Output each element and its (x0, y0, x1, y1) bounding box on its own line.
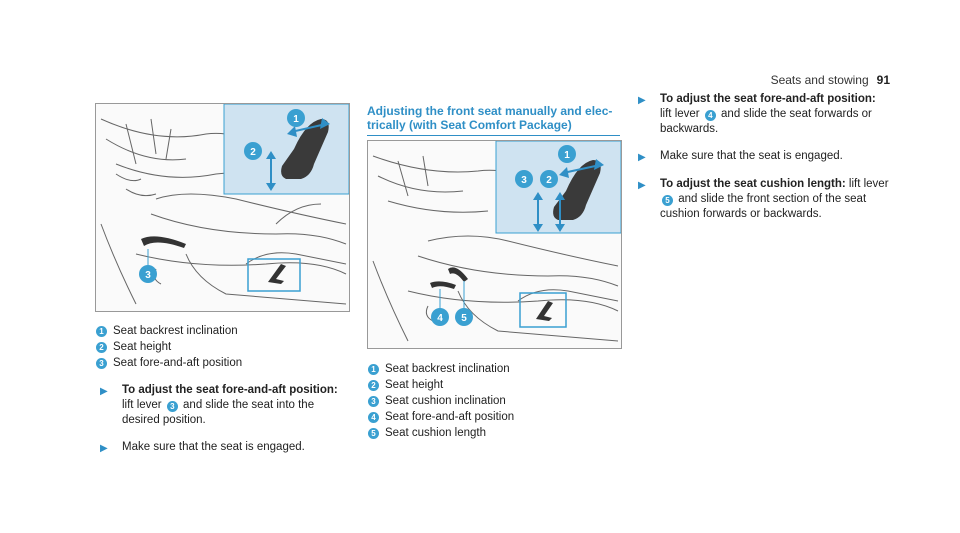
legend-item: 1 Seat backrest inclination (368, 362, 621, 377)
legend-item: 2 Seat height (368, 378, 621, 393)
legend-item: 3 Seat fore-and-aft position (96, 356, 351, 371)
legend-text: Seat backrest inclination (113, 325, 238, 337)
legend-badge: 4 (368, 412, 379, 423)
middle-column: Adjusting the front seat manually and el… (367, 104, 620, 142)
callout-3-label: 3 (521, 175, 527, 186)
step-text: Make sure that the seat is engaged. (122, 441, 305, 453)
callout-4 (431, 308, 449, 326)
legend-text: Seat backrest inclination (385, 363, 510, 375)
legend-item: 4 Seat fore-and-aft position (368, 410, 621, 425)
instruction-step: ▶ Make sure that the seat is engaged. (634, 149, 894, 165)
step-arrow-icon: ▶ (100, 443, 108, 454)
legend-text: Seat height (113, 341, 172, 353)
legend-item: 5 Seat cushion length (368, 426, 621, 441)
callout-4-label: 4 (437, 313, 443, 324)
legend-item: 3 Seat cushion inclination (368, 394, 621, 409)
step-arrow-icon: ▶ (638, 152, 646, 163)
legend-badge: 1 (368, 364, 379, 375)
step-text: To adjust the seat fore-and-aft position… (122, 383, 351, 428)
step-heading: To adjust the seat fore-and-aft position… (122, 384, 338, 396)
step-heading: To adjust the seat cushion length: (660, 178, 846, 190)
lever-badge: 5 (662, 195, 673, 206)
callout-5-label: 5 (461, 313, 467, 324)
instruction-step: ▶ Make sure that the seat is engaged. (96, 440, 351, 456)
callout-3 (515, 170, 533, 188)
section-name: Seats and stowing (770, 73, 869, 87)
seat-drawing: 1 2 3 (100, 104, 349, 305)
seat-illustration-manual: 1 2 3 (95, 103, 350, 312)
callout-2 (244, 142, 262, 160)
step-arrow-icon: ▶ (638, 180, 646, 191)
legend-badge: 2 (368, 380, 379, 391)
legend-text: Seat fore-and-aft position (385, 411, 515, 423)
legend-text: Seat fore-and-aft position (113, 357, 243, 369)
callout-1-label: 1 (293, 114, 299, 125)
seat-drawing: 1 3 2 4 5 (372, 141, 621, 342)
legend-badge: 3 (368, 396, 379, 407)
lever-badge: 3 (166, 401, 178, 412)
legend-badge: 1 (96, 326, 107, 337)
legend-badge: 2 (96, 342, 107, 353)
callout-2-label: 2 (250, 147, 256, 158)
step-text-b: and slide the seat forwards or backwards… (660, 108, 872, 135)
step-arrow-icon: ▶ (100, 386, 108, 397)
step-heading: To adjust the seat fore-and-aft position… (660, 93, 876, 105)
callout-1 (558, 145, 576, 163)
instruction-step: ▶ To adjust the seat fore-and-aft positi… (96, 383, 351, 428)
title-line-2: trically (with Seat Comfort Package) (367, 118, 572, 132)
callout-1-label: 1 (564, 150, 570, 161)
step-text: Make sure that the seat is engaged. (660, 150, 843, 162)
step-text-a: lift lever (845, 178, 889, 190)
step-text-b: and slide the seat into the desired posi… (122, 399, 315, 426)
callout-5 (455, 308, 473, 326)
legend-text: Seat cushion inclination (385, 395, 506, 407)
legend-item: 1 Seat backrest inclination (96, 324, 351, 339)
callout-2-label: 2 (546, 175, 552, 186)
legend-badge: 3 (96, 358, 107, 369)
lever-badge: 4 (704, 110, 716, 121)
step-text-a: lift lever (660, 108, 703, 120)
step-text: To adjust the seat cushion length: lift … (660, 177, 894, 222)
page-header: Seats and stowing 91 (771, 73, 890, 87)
seat-illustration-electric: 1 3 2 4 5 (367, 140, 622, 349)
legend-text: Seat height (385, 379, 444, 391)
legend-item: 2 Seat height (96, 340, 351, 355)
section-title: Adjusting the front seat manually and el… (367, 104, 620, 136)
legend-text: Seat cushion length (385, 427, 487, 439)
right-column: ▶ To adjust the seat fore-and-aft positi… (634, 92, 894, 222)
title-line-1: Adjusting the front seat manually and el… (367, 104, 613, 118)
step-text-b: and slide the front section of the seat … (660, 193, 867, 220)
page-number: 91 (876, 73, 890, 87)
callout-2 (540, 170, 558, 188)
step-text-a: lift lever (122, 399, 165, 411)
callout-3 (139, 265, 157, 283)
step-text: To adjust the seat fore-and-aft position… (660, 92, 894, 137)
callout-1 (287, 109, 305, 127)
legend-badge: 5 (368, 428, 379, 439)
instruction-step: ▶ To adjust the seat cushion length: lif… (634, 177, 894, 222)
step-arrow-icon: ▶ (638, 95, 646, 106)
callout-3-label: 3 (145, 270, 151, 281)
instruction-step: ▶ To adjust the seat fore-and-aft positi… (634, 92, 894, 137)
